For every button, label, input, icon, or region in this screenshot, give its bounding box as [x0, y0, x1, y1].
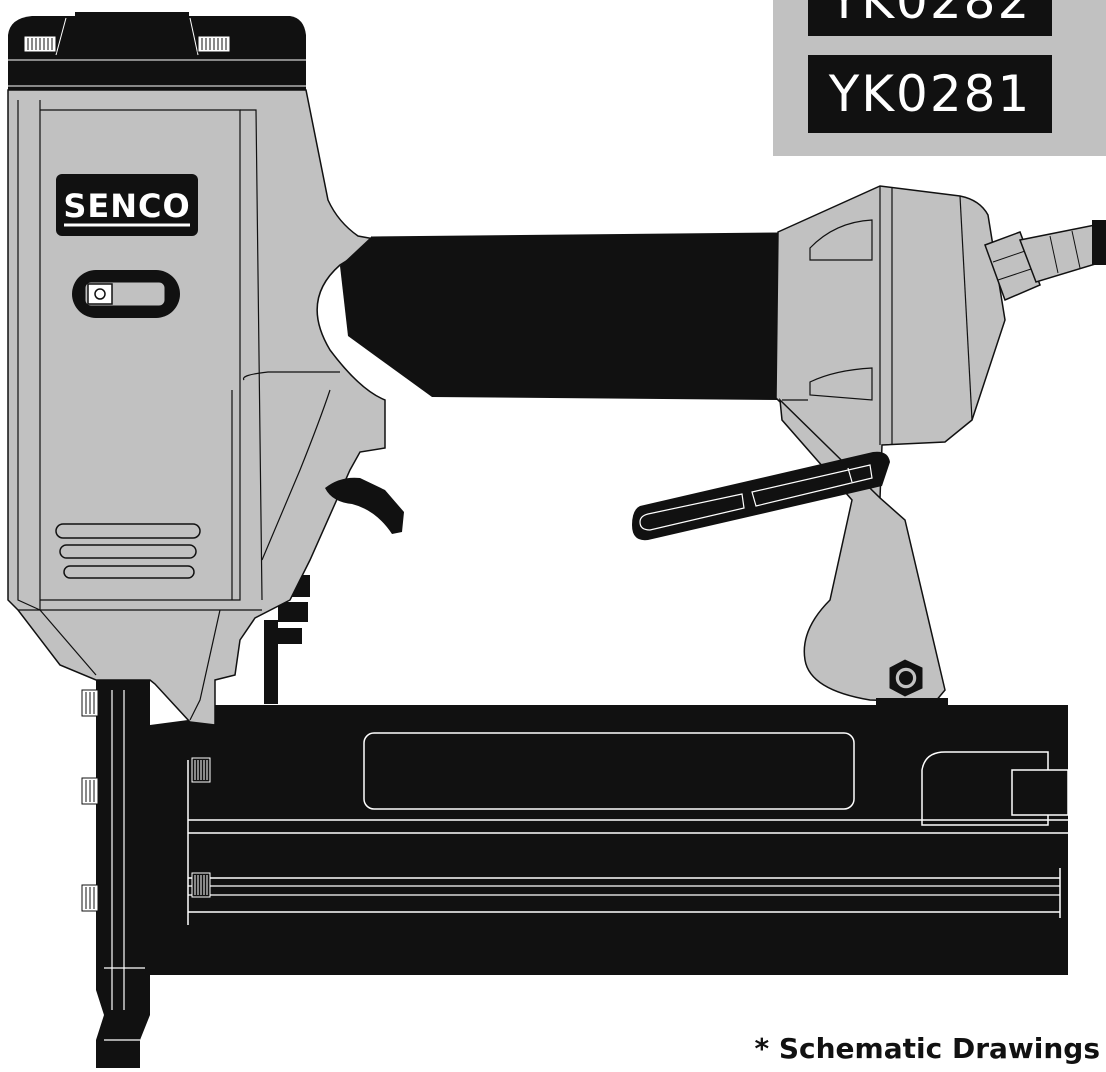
magazine-support: [779, 398, 948, 706]
brand-logo-text: SENCO: [63, 187, 190, 225]
trigger: [325, 477, 404, 534]
nose-guide: [81, 680, 150, 1068]
magazine: [150, 705, 1069, 975]
side-lever: [632, 451, 890, 541]
model-label-yk0281: YK0281: [808, 55, 1052, 133]
rear-cap: [775, 185, 1006, 500]
main-housing: SENCO: [7, 12, 386, 726]
model-label-yk0282: YK0282: [808, 0, 1052, 36]
handle-grip: [340, 231, 779, 400]
air-fitting: [984, 220, 1106, 302]
schematic-footnote: * Schematic Drawings: [754, 1032, 1100, 1065]
